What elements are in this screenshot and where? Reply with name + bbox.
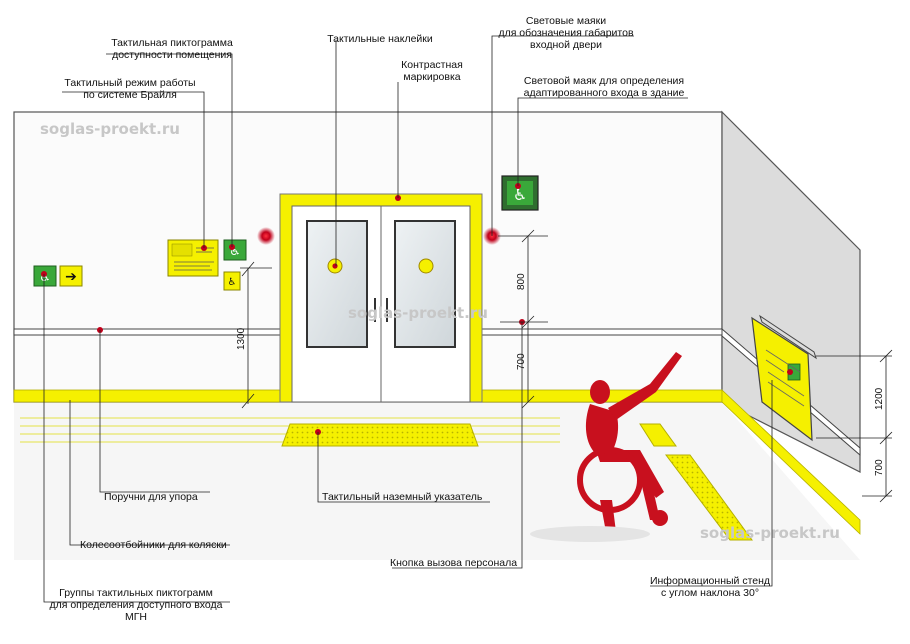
label-tactile-pictogram-2: доступности помещения — [112, 49, 232, 61]
door-right-glass — [394, 220, 456, 348]
wheelchair-user-figure — [577, 352, 682, 532]
dim-700-door: 700 — [516, 353, 527, 370]
label-info-stand-1: Информационный стенд — [650, 575, 770, 587]
svg-text:♿: ♿ — [39, 270, 51, 285]
dim-700-stand: 700 — [874, 459, 885, 476]
label-info-stand-2: с углом наклона 30° — [661, 587, 759, 599]
information-stand — [751, 316, 813, 442]
dim-800: 800 — [516, 273, 527, 290]
label-braille-1: Тактильный режим работы — [64, 77, 195, 89]
wheelchair-icon: ♿ — [229, 244, 241, 259]
label-light-beacon-entrance-2: адаптированного входа в здание — [524, 87, 685, 99]
light-beacon-left — [257, 227, 275, 245]
dim-1300: 1300 — [236, 327, 247, 350]
watermark-bottom-right: soglas-proekt.ru — [700, 524, 840, 542]
pictogram-accessibility-room — [223, 271, 241, 291]
side-wall — [721, 110, 861, 473]
label-light-beacons-3: входной двери — [530, 39, 602, 51]
label-handrails: Поручни для упора — [104, 491, 198, 503]
label-light-beacons-1: Световые маяки — [526, 15, 606, 27]
pictogram-arrow-left — [59, 265, 83, 287]
label-tactile-stickers: Тактильные наклейки — [327, 33, 433, 45]
label-tactile-groups-3: МГН — [125, 611, 147, 623]
tactile-floor-indicator-small — [639, 423, 677, 447]
tactile-base-strip — [13, 389, 285, 403]
label-light-beacon-entrance-1: Световой маяк для определения — [524, 75, 684, 87]
label-contrast-2: маркировка — [403, 71, 460, 83]
label-light-beacons-2: для обозначения габаритов — [498, 27, 634, 39]
label-tactile-pictogram-1: Тактильная пиктограмма — [111, 37, 233, 49]
svg-text:♿: ♿ — [228, 277, 237, 288]
door-left-glass — [306, 220, 368, 348]
label-tactile-groups-1: Группы тактильных пиктограмм — [59, 587, 213, 599]
watermark-center: soglas-proekt.ru — [348, 304, 488, 322]
label-tactile-groups-2: для определения доступного входа — [49, 599, 222, 611]
tactile-sticker-right — [418, 258, 434, 274]
pictogram-wheelchair-door — [223, 239, 247, 261]
label-call-button: Кнопка вызова персонала — [390, 557, 517, 569]
tactile-base-strip-side — [721, 389, 861, 535]
dim-1200: 1200 — [874, 387, 885, 410]
label-floor-indicator: Тактильный наземный указатель — [322, 491, 483, 503]
arrow-icon: ➔ — [65, 269, 77, 285]
watermark-top-left: soglas-proekt.ru — [40, 120, 180, 138]
label-wheel-bumpers: Колесоотбойники для коляски — [80, 539, 227, 551]
wheelchair-icon-beacon: ♿ — [513, 185, 527, 204]
label-braille-2: по системе Брайля — [83, 89, 177, 101]
label-contrast-1: Контрастная — [401, 59, 463, 71]
